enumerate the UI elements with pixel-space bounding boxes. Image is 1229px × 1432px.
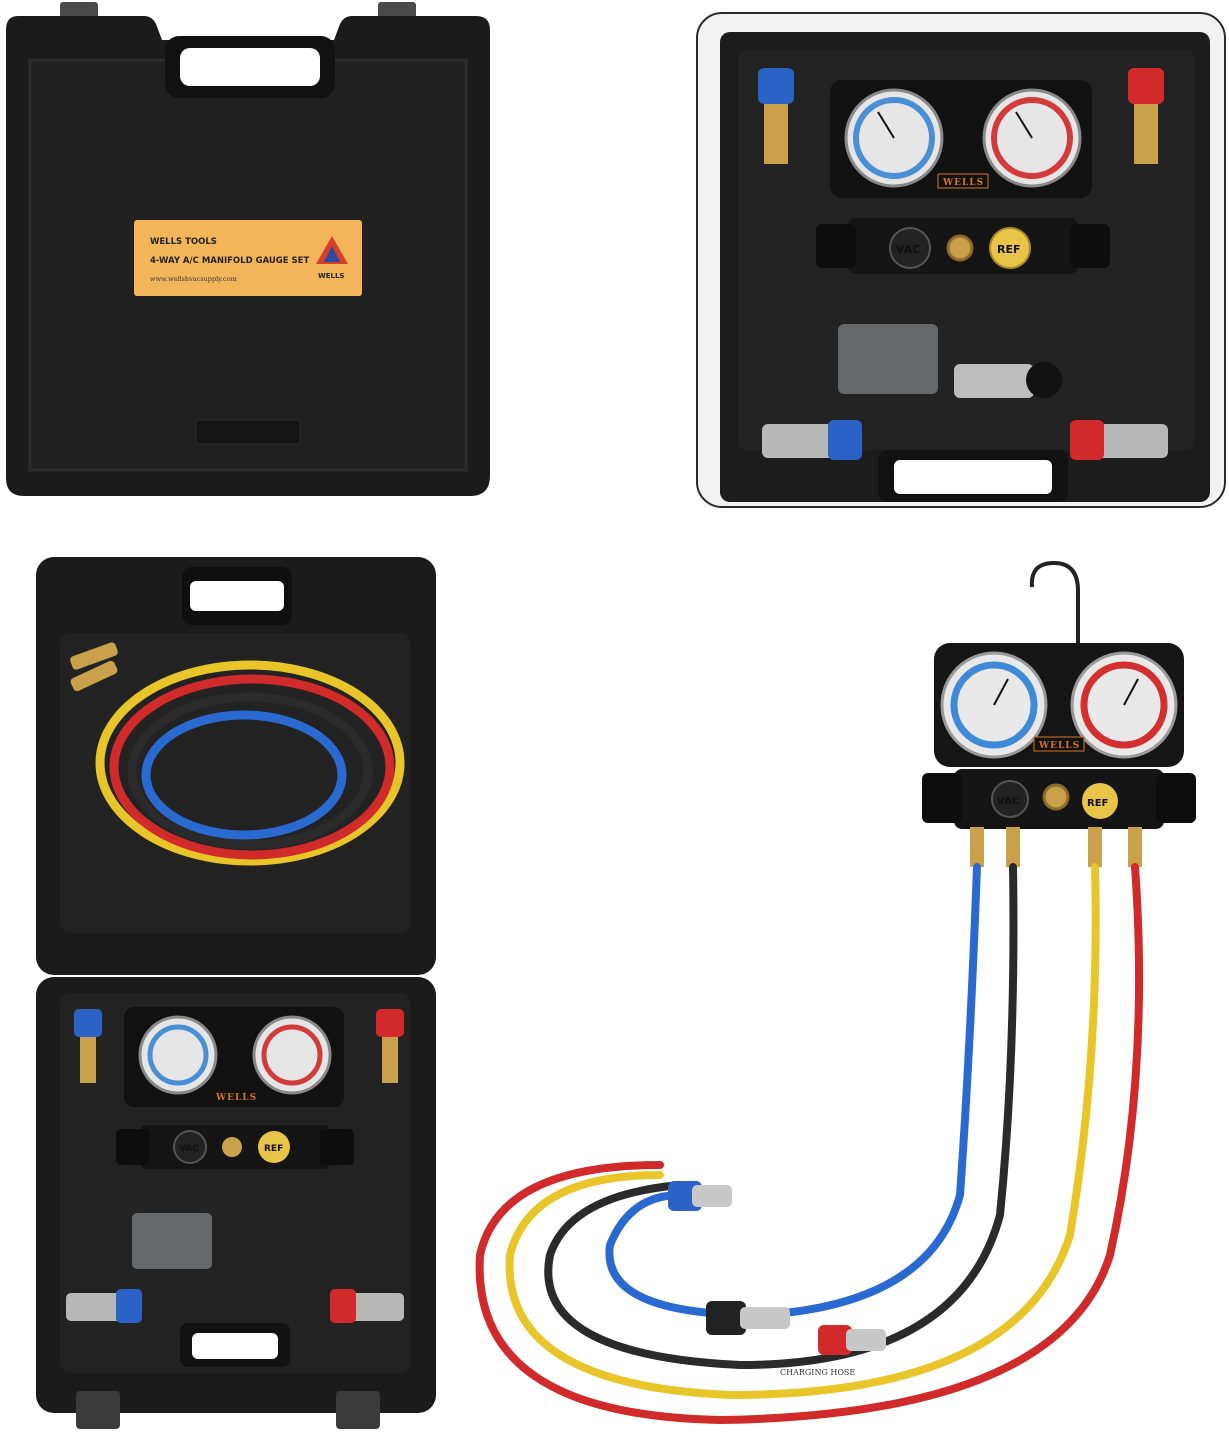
case-label-product: 4-WAY A/C MANIFOLD GAUGE SET — [150, 256, 309, 266]
case-high-gauge — [252, 1015, 332, 1095]
case-ref-label: REF — [264, 1144, 283, 1154]
case-vac-label: VAC — [179, 1144, 199, 1154]
case-gauge-brand: WELLS — [215, 1093, 257, 1103]
closed-case-photo: WELLS TOOLS 4-WAY A/C MANIFOLD GAUGE SET… — [0, 0, 500, 505]
triangle-logo-icon: WELLS — [316, 236, 348, 280]
vac-knob-icon: VAC — [889, 227, 931, 269]
manifold-with-hoses-photo: WELLS VAC REF CHARGING HOSE — [460, 555, 1229, 1432]
case-label-brand: WELLS TOOLS — [150, 237, 217, 247]
set-gauge-brand: WELLS — [1038, 741, 1080, 751]
set-low-gauge — [940, 651, 1048, 759]
case-low-gauge — [138, 1015, 218, 1095]
case-label-url: www.wellshvacsupply.com — [150, 275, 237, 283]
set-high-gauge — [1070, 651, 1178, 759]
tray-ref-label: REF — [997, 243, 1021, 256]
tray-gauge-brand: WELLS — [942, 178, 984, 188]
case-label: WELLS TOOLS 4-WAY A/C MANIFOLD GAUGE SET… — [134, 220, 362, 296]
set-vac-label: VAC — [997, 796, 1019, 807]
tray-vac-label: VAC — [896, 243, 920, 256]
case-label-logo-text: WELLS — [318, 272, 344, 280]
hose-print-text: CHARGING HOSE — [780, 1368, 855, 1377]
tray-closeup-photo: WELLS VAC REF — [696, 12, 1226, 508]
high-pressure-gauge — [982, 88, 1082, 188]
open-case-photo: WELLS VAC REF — [30, 553, 450, 1432]
set-ref-label: REF — [1087, 798, 1108, 809]
low-pressure-gauge — [844, 88, 944, 188]
ref-knob-icon: REF — [989, 227, 1031, 269]
